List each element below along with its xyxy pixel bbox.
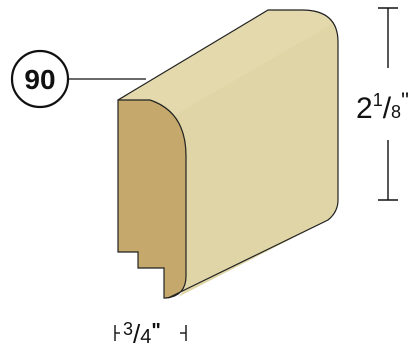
height-numerator: 1	[373, 90, 383, 110]
width-unit: "	[151, 320, 160, 342]
molding-outline	[117, 9, 339, 299]
part-number: 90	[24, 64, 55, 95]
height-fraction-slash: /	[383, 92, 392, 125]
height-whole: 2	[356, 92, 373, 125]
height-unit: "	[401, 88, 409, 113]
height-value: 21/8"	[356, 88, 409, 125]
molding-top-highlight	[118, 10, 332, 118]
width-denominator: 4	[140, 326, 151, 348]
height-denominator: 8	[391, 102, 401, 122]
width-value: 3/4"	[123, 319, 161, 349]
molding-end-face	[117, 99, 187, 299]
width-fraction-slash: /	[133, 319, 141, 349]
width-numerator: 3	[123, 319, 133, 339]
